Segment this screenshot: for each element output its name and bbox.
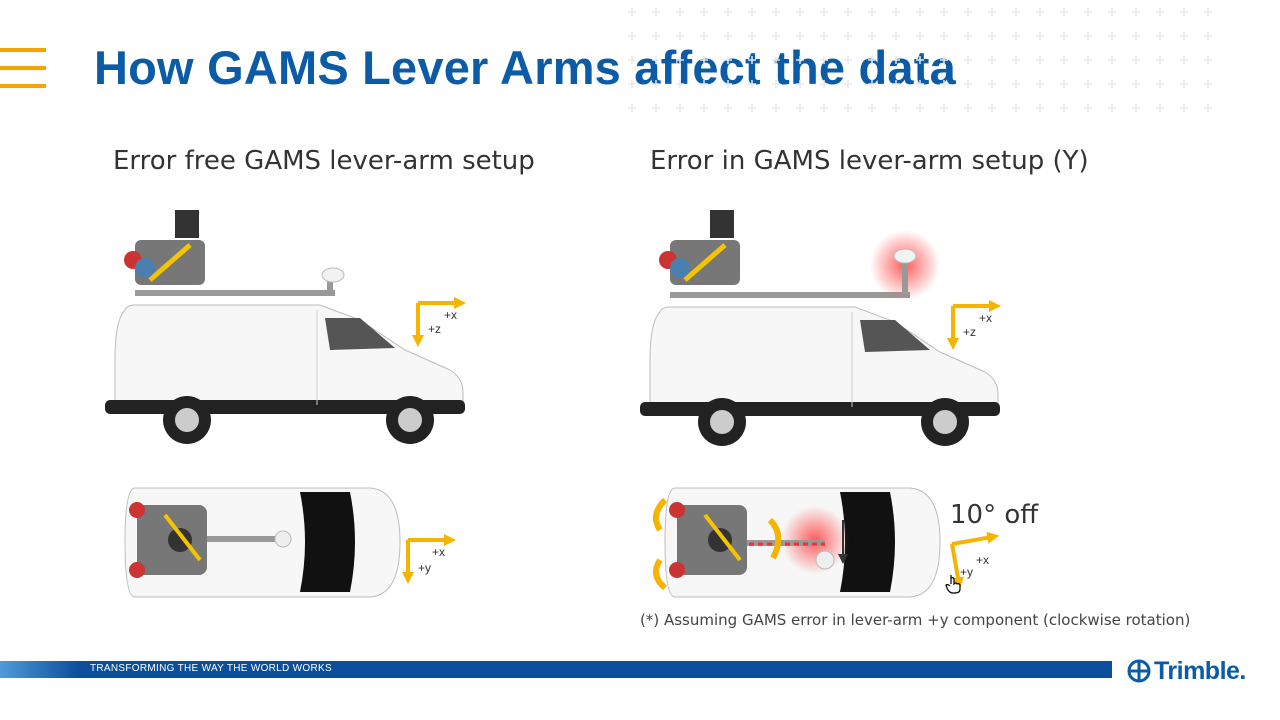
axes-top-left: +x +y	[402, 534, 456, 584]
hand-cursor-icon	[945, 575, 961, 594]
left-caption: Error free GAMS lever-arm setup	[113, 146, 535, 176]
menu-icon[interactable]	[0, 48, 46, 96]
axis-y-label: +y	[418, 561, 431, 575]
axes-side-left: +x +z	[412, 297, 466, 347]
decorative-grid	[620, 0, 1220, 120]
trimble-logo: Trimble.	[1126, 656, 1246, 686]
trimble-globe-icon	[1127, 659, 1151, 683]
van-side-view-correct	[105, 210, 465, 444]
rotation-arrow-icon	[767, 517, 782, 560]
van-side-view-error	[640, 210, 1000, 446]
axis-z-label: +z	[963, 325, 976, 339]
offset-label: 10° off	[950, 500, 1039, 530]
footnote: (*) Assuming GAMS error in lever-arm +y …	[640, 611, 1191, 629]
axis-x-label: +x	[979, 311, 992, 325]
rotation-arrow-icon	[653, 558, 668, 591]
axis-z-label: +z	[428, 322, 441, 336]
axes-side-right: +x +z	[947, 300, 1001, 350]
brand-name: Trimble.	[1154, 656, 1246, 685]
footer-tagline: TRANSFORMING THE WAY THE WORLD WORKS	[90, 663, 332, 674]
axes-top-right-rotated: +x +y	[950, 532, 1000, 590]
axis-x-label: +x	[432, 545, 445, 559]
axis-x-label: +x	[976, 553, 989, 567]
van-top-view-error	[653, 487, 941, 598]
axis-y-label: +y	[960, 565, 973, 579]
rotation-arrow-icon	[653, 497, 668, 532]
van-top-view-correct	[124, 487, 401, 598]
footer-bar	[0, 661, 1112, 678]
axis-x-label: +x	[444, 308, 457, 322]
right-caption: Error in GAMS lever-arm setup (Y)	[650, 146, 1089, 176]
